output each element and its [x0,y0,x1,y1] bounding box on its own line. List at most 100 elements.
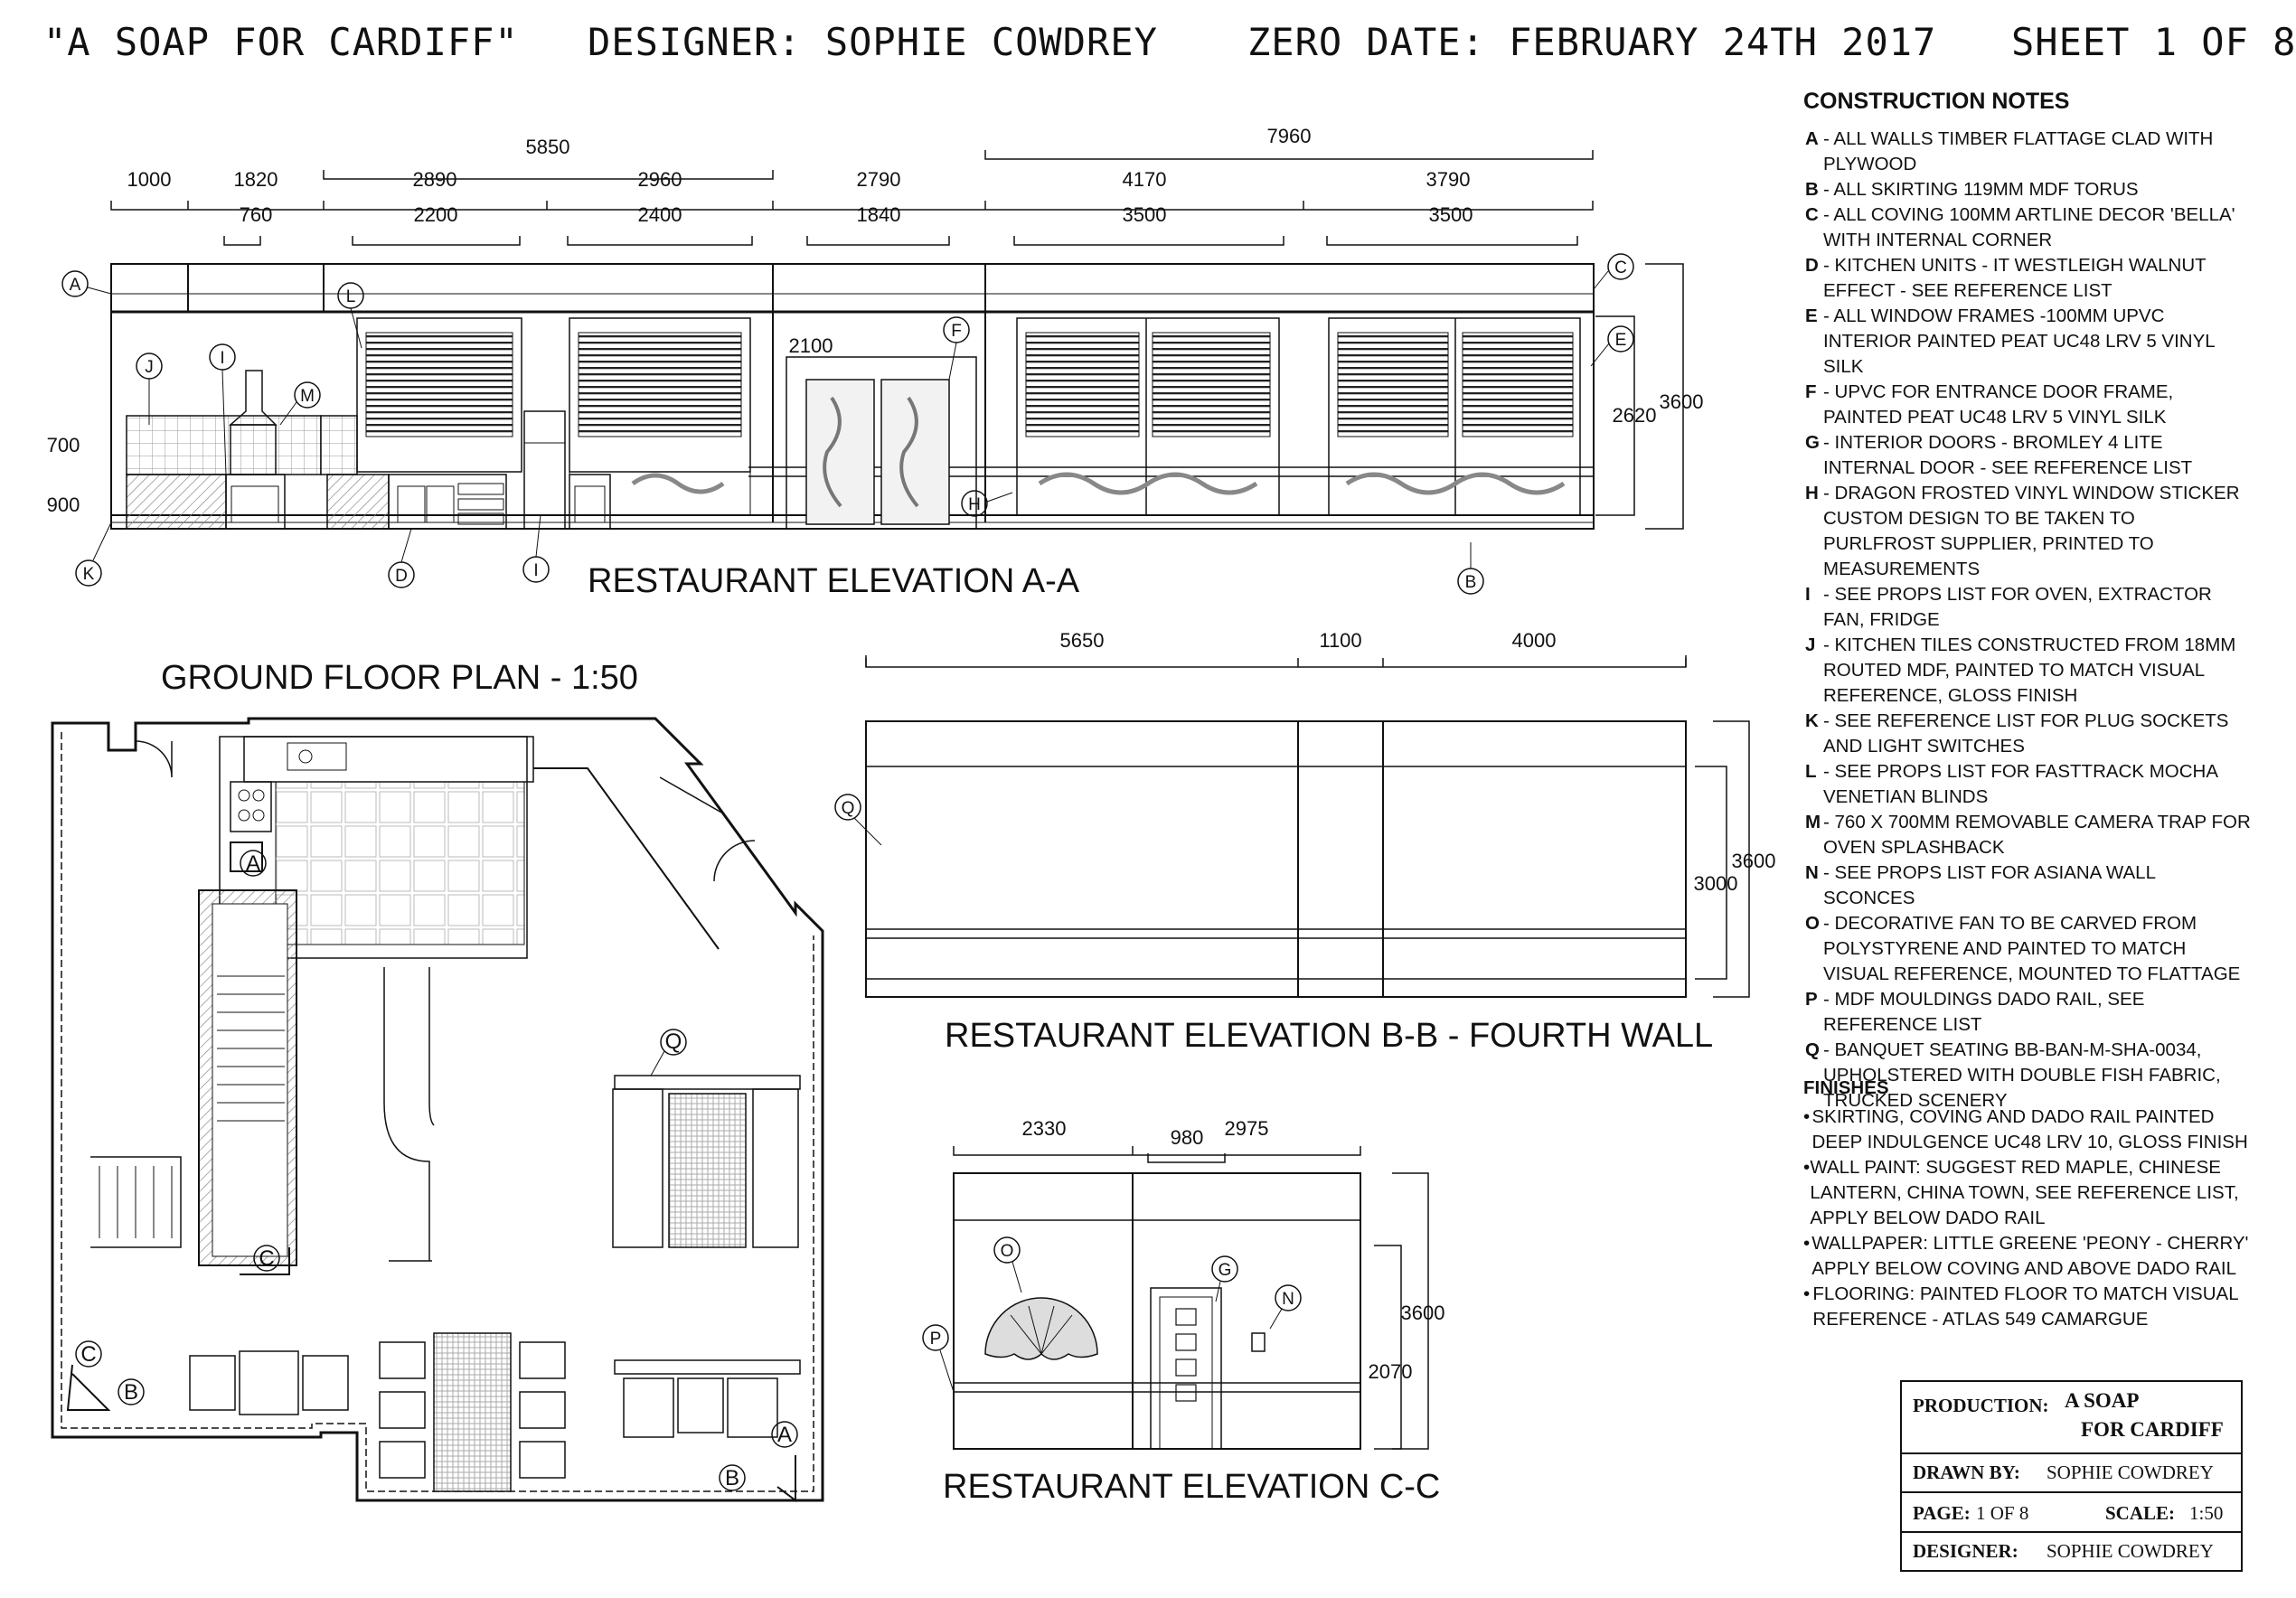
finishes-title: FINISHES [1803,1077,1889,1098]
aa-marker-e: E [1615,331,1627,350]
construction-note-letter: C [1805,204,1819,225]
construction-note-text: - ALL SKIRTING 119MM MDF TORUS [1823,179,2139,200]
construction-note-k: K- SEE REFERENCE LIST FOR PLUG SOCKETS A… [1805,709,2251,759]
construction-note-letter: L [1805,761,1817,782]
aa-dim-low-4: 1840 [857,203,901,226]
aa-dim-side-700: 700 [47,434,80,456]
aa-marker-i-2: I [533,561,538,580]
construction-note-letter: M [1805,812,1821,832]
bb-dim-side-1: 3600 [1732,850,1776,872]
finish-text: SKIRTING, COVING AND DADO RAIL PAINTED D… [1811,1106,2248,1152]
aa-dim-mid-2: 1820 [234,168,278,191]
scale-label: SCALE: [2105,1502,2176,1524]
aa-dim-low-2: 2200 [414,203,458,226]
aa-door-height: 2100 [789,334,833,357]
page-value: 1 OF 8 [1976,1502,2029,1524]
aa-dim-low-1: 760 [240,203,273,226]
bb-dim-2: 1100 [1319,629,1361,652]
designer-label: DESIGNER: [1913,1540,2018,1562]
aa-dim-side-900: 900 [47,494,80,516]
aa-marker-d: D [395,567,408,586]
construction-note-text: - SEE PROPS LIST FOR OVEN, EXTRACTOR FAN… [1823,584,2212,630]
construction-note-text: - DECORATIVE FAN TO BE CARVED FROM POLYS… [1823,913,2241,984]
cc-marker-o: O [1001,1242,1014,1261]
plan-marker-c-1: C [259,1246,274,1271]
designer-value: SOPHIE COWDREY [2047,1540,2214,1562]
drawn-by-value: SOPHIE COWDREY [2047,1462,2214,1483]
aa-dim-mid-5: 2790 [857,168,901,191]
plan-marker-b-2: B [725,1466,739,1490]
cc-dim-side-1: 3600 [1401,1302,1445,1324]
title-block-designer-row: DESIGNER: SOPHIE COWDREY [1902,1533,2241,1569]
construction-notes: CONSTRUCTION NOTES A- ALL WALLS TIMBER F… [1794,89,2251,1114]
elevation-aa [61,150,1684,595]
aa-marker-i: I [220,349,224,368]
construction-note-letter: G [1805,432,1820,453]
cc-marker-g: G [1219,1261,1232,1280]
aa-dim-mid-1: 1000 [127,168,172,191]
construction-note-h: H- DRAGON FROSTED VINYL WINDOW STICKER C… [1805,481,2251,582]
production-value-1: A SOAP [2065,1389,2140,1412]
title-block-page-row: PAGE: 1 OF 8 SCALE: 1:50 [1902,1493,2241,1533]
construction-note-text: - KITCHEN UNITS - IT WESTLEIGH WALNUT EF… [1823,255,2207,301]
construction-note-letter: B [1805,179,1819,200]
construction-note-text: - ALL COVING 100MM ARTLINE DECOR 'BELLA'… [1823,204,2235,250]
bullet-icon: • [1803,1106,1811,1127]
header-sheet: SHEET 1 OF 8 [2011,20,2296,64]
aa-dim-top-1: 5850 [526,136,570,158]
construction-note-f: F- UPVC FOR ENTRANCE DOOR FRAME, PAINTED… [1805,380,2251,430]
construction-note-q: Q- BANQUET SEATING BB-BAN-M-SHA-0034, UP… [1805,1038,2251,1114]
construction-notes-list: A- ALL WALLS TIMBER FLATTAGE CLAD WITH P… [1794,127,2251,1114]
title-block-production-row: PRODUCTION: A SOAP FOR CARDIFF [1902,1382,2241,1454]
aa-marker-a: A [70,276,81,295]
construction-note-text: - KITCHEN TILES CONSTRUCTED FROM 18MM RO… [1823,634,2236,706]
aa-dim-low-6: 3500 [1429,203,1473,226]
title-block-drawn-row: DRAWN BY: SOPHIE COWDREY [1902,1452,2241,1493]
aa-marker-h: H [968,495,981,514]
construction-note-text: - MDF MOULDINGS DADO RAIL, SEE REFERENCE… [1823,989,2145,1035]
aa-dim-mid-3: 2890 [413,168,457,191]
construction-note-d: D- KITCHEN UNITS - IT WESTLEIGH WALNUT E… [1805,253,2251,304]
construction-note-text: - DRAGON FROSTED VINYL WINDOW STICKER CU… [1823,483,2240,579]
cc-marker-n: N [1282,1290,1294,1309]
aa-dim-low-5: 3500 [1123,203,1167,226]
bb-dim-1: 5650 [1060,629,1105,652]
construction-note-text: - ALL WINDOW FRAMES -100MM UPVC INTERIOR… [1823,306,2215,377]
construction-notes-title: CONSTRUCTION NOTES [1803,89,2070,114]
plan-marker-b-1: B [124,1380,138,1405]
construction-note-text: - BANQUET SEATING BB-BAN-M-SHA-0034, UPH… [1823,1039,2221,1111]
plan-title: GROUND FLOOR PLAN - 1:50 [161,659,638,697]
bullet-icon: • [1803,1283,1811,1304]
plan-marker-a-2: A [777,1423,792,1447]
ground-floor-plan [51,717,824,1502]
construction-note-letter: P [1805,989,1818,1010]
construction-note-e: E- ALL WINDOW FRAMES -100MM UPVC INTERIO… [1805,304,2251,380]
elevation-cc [922,1146,1429,1450]
header-zero-date: ZERO DATE: FEBRUARY 24TH 2017 [1247,20,1937,64]
construction-note-letter: N [1805,862,1819,883]
cc-dim-2: 2975 [1225,1117,1269,1140]
construction-note-n: N- SEE PROPS LIST FOR ASIANA WALL SCONCE… [1805,860,2251,911]
bb-title: RESTAURANT ELEVATION B-B - FOURTH WALL [945,1017,1713,1055]
finishes-list: •SKIRTING, COVING AND DADO RAIL PAINTED … [1803,1104,2255,1332]
finish-item: •WALL PAINT: SUGGEST RED MAPLE, CHINESE … [1803,1155,2255,1231]
header-designer: DESIGNER: SOPHIE COWDREY [588,20,1158,64]
cc-dim-1: 2330 [1022,1117,1067,1140]
construction-note-text: - SEE PROPS LIST FOR FASTTRACK MOCHA VEN… [1823,761,2217,807]
aa-marker-m: M [300,387,315,406]
finish-item: •FLOORING: PAINTED FLOOR TO MATCH VISUAL… [1803,1282,2255,1332]
bullet-icon: • [1803,1157,1811,1178]
construction-note-letter: O [1805,913,1820,934]
construction-note-j: J- KITCHEN TILES CONSTRUCTED FROM 18MM R… [1805,633,2251,709]
aa-dim-mid-7: 3790 [1426,168,1471,191]
aa-dim-top-2: 7960 [1267,125,1312,147]
scale-value: 1:50 [2189,1502,2224,1524]
cc-dim-side-2: 2070 [1369,1360,1413,1383]
plan-marker-c-2: C [80,1342,96,1367]
construction-note-g: G- INTERIOR DOORS - BROMLEY 4 LITE INTER… [1805,430,2251,481]
cc-marker-p: P [930,1330,942,1349]
finish-item: •WALLPAPER: LITTLE GREENE 'PEONY - CHERR… [1803,1231,2255,1282]
aa-marker-c: C [1614,258,1627,277]
drawn-by-label: DRAWN BY: [1913,1462,2020,1483]
